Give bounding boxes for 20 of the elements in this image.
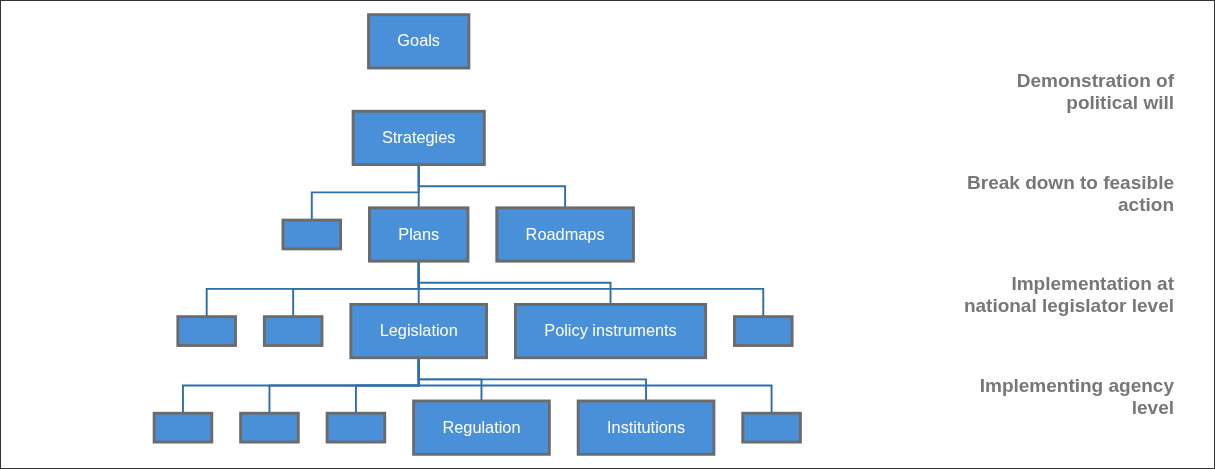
node-box: Plans bbox=[368, 206, 470, 263]
node-box bbox=[176, 315, 238, 347]
level-description: Implementation at national legislator level bbox=[962, 273, 1174, 318]
node-box: Roadmaps bbox=[495, 206, 636, 263]
node-box: Regulation bbox=[412, 399, 551, 456]
level-description: Break down to feasible action bbox=[966, 171, 1174, 216]
node-box: Goals bbox=[367, 13, 471, 70]
node-box bbox=[733, 315, 794, 347]
node-box bbox=[152, 411, 214, 444]
node-box bbox=[741, 411, 803, 444]
node-box: Strategies bbox=[351, 109, 486, 167]
node-box: Institutions bbox=[576, 399, 716, 456]
node-box bbox=[281, 218, 343, 251]
node-box bbox=[239, 411, 300, 444]
level-description: Implementing agency level bbox=[978, 375, 1174, 420]
node-box bbox=[263, 315, 324, 347]
level-description: Demonstration of political will bbox=[1015, 69, 1174, 114]
node-box: Policy instruments bbox=[514, 302, 708, 360]
node-box bbox=[325, 411, 387, 444]
node-box: Legislation bbox=[349, 302, 489, 360]
